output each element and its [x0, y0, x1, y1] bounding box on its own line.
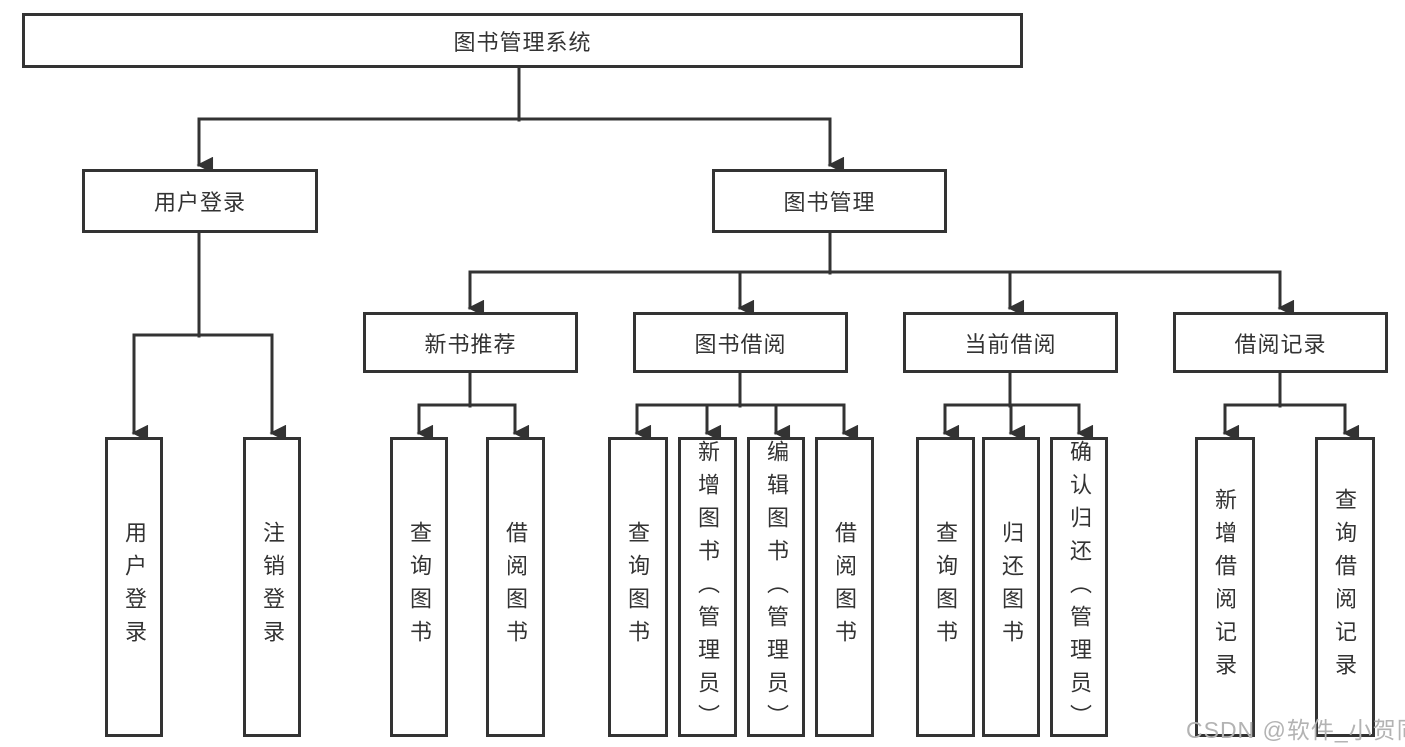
node-leaf-borrow-books: 借阅图书: [815, 437, 874, 737]
node-current-borrowing: 当前借阅: [903, 312, 1118, 373]
node-leaf-query-books-current: 查询图书: [916, 437, 975, 737]
leaf-query-books-rec-label: 查询图书: [407, 521, 432, 653]
leaf-add-borrow-record-label: 新增借阅记录: [1212, 488, 1237, 686]
node-book-management-label: 图书管理: [783, 190, 876, 215]
node-leaf-return-books: 归还图书: [982, 437, 1040, 737]
node-new-book-recommendation: 新书推荐: [363, 312, 578, 373]
leaf-query-books-current-label: 查询图书: [933, 521, 958, 653]
leaf-query-borrow-record-label: 查询借阅记录: [1332, 488, 1357, 686]
node-leaf-user-login: 用户登录: [105, 437, 163, 737]
node-borrowing-records: 借阅记录: [1173, 312, 1388, 373]
node-book-management: 图书管理: [712, 169, 947, 233]
leaf-query-books-borrow-label: 查询图书: [625, 521, 650, 653]
node-user-login: 用户登录: [82, 169, 318, 233]
node-new-book-recommendation-label: 新书推荐: [424, 331, 517, 357]
node-leaf-edit-book-admin: 编辑图书（管理员）: [747, 437, 805, 737]
leaf-borrow-books-label: 借阅图书: [832, 521, 857, 653]
leaf-edit-book-admin-label: 编辑图书（管理员）: [764, 440, 789, 737]
leaf-user-login-label: 用户登录: [122, 521, 147, 653]
leaf-logout-label: 注销登录: [260, 521, 285, 653]
node-leaf-query-books-borrow: 查询图书: [608, 437, 668, 737]
node-user-login-label: 用户登录: [153, 190, 246, 215]
node-leaf-query-books-rec: 查询图书: [390, 437, 448, 737]
leaf-borrow-books-rec-label: 借阅图书: [503, 521, 528, 653]
node-leaf-borrow-books-rec: 借阅图书: [486, 437, 545, 737]
node-leaf-logout: 注销登录: [243, 437, 301, 737]
node-leaf-confirm-return-admin: 确认归还（管理员）: [1050, 437, 1108, 737]
csdn-watermark: CSDN @软件_小贺同学: [1186, 717, 1405, 743]
leaf-confirm-return-admin-label: 确认归还（管理员）: [1067, 440, 1092, 737]
leaf-return-books-label: 归还图书: [999, 521, 1024, 653]
node-book-borrowing: 图书借阅: [633, 312, 848, 373]
node-leaf-add-borrow-record: 新增借阅记录: [1195, 437, 1255, 737]
node-root-label: 图书管理系统: [453, 29, 592, 55]
node-leaf-add-book-admin: 新增图书（管理员）: [678, 437, 737, 737]
node-root-system: 图书管理系统: [22, 13, 1023, 68]
node-borrowing-records-label: 借阅记录: [1234, 331, 1327, 357]
leaf-add-book-admin-label: 新增图书（管理员）: [695, 440, 720, 737]
node-leaf-query-borrow-record: 查询借阅记录: [1315, 437, 1375, 737]
node-book-borrowing-label: 图书借阅: [694, 331, 787, 357]
node-current-borrowing-label: 当前借阅: [964, 331, 1057, 357]
